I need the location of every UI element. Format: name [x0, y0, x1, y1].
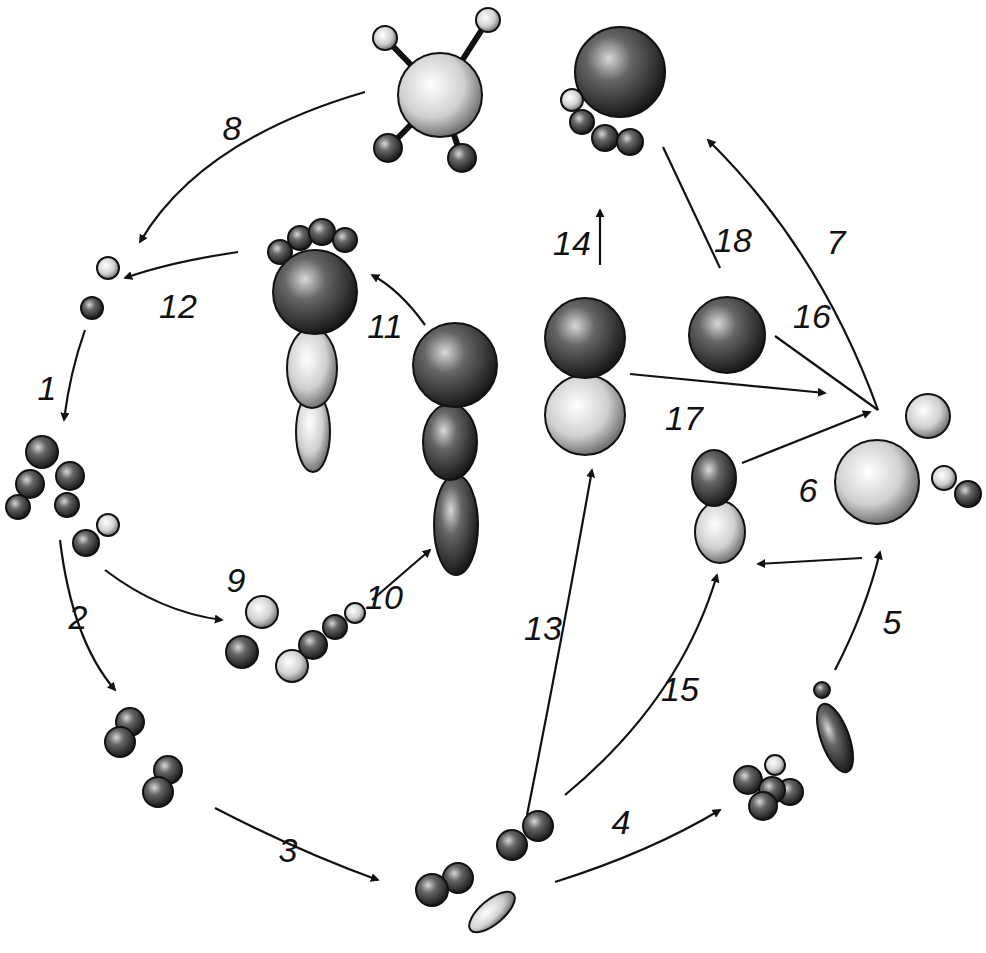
callout-number: 18: [714, 223, 752, 257]
callout-number: 9: [227, 563, 246, 597]
cells: [6, 8, 981, 939]
callout-number: 11: [367, 309, 402, 343]
callout-number: 5: [883, 605, 902, 639]
callout-number: 12: [159, 289, 197, 323]
callout-number: 17: [665, 401, 703, 435]
callout-number: 2: [69, 600, 88, 634]
callout-number: 6: [799, 473, 818, 507]
callout-number: 10: [365, 580, 403, 614]
callout-number: 7: [827, 225, 846, 259]
arrows: [60, 92, 880, 882]
callout-number: 13: [524, 611, 562, 645]
callout-number: 14: [553, 226, 591, 260]
callout-number: 3: [279, 833, 298, 867]
callout-number: 8: [223, 111, 242, 145]
callout-number: 16: [793, 299, 831, 333]
callout-number: 4: [612, 805, 631, 839]
callout-number: 15: [661, 672, 699, 706]
callout-number: 1: [38, 371, 57, 405]
